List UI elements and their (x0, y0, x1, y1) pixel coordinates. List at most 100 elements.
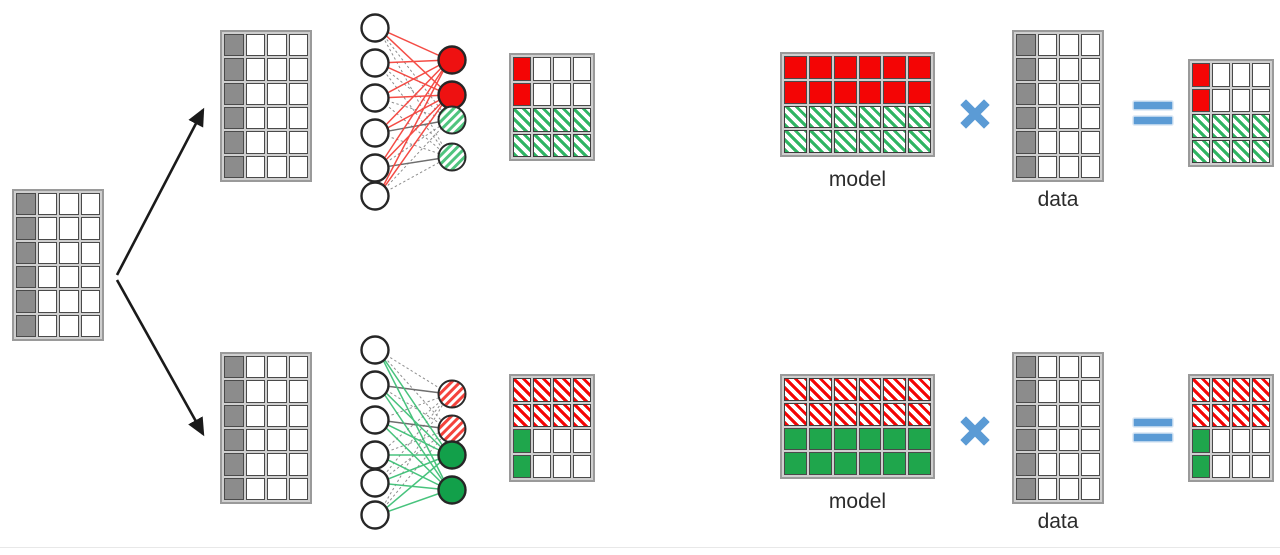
matrix-cell (1016, 82, 1036, 105)
matrix-cell (224, 429, 244, 452)
matrix-cell (1212, 114, 1230, 138)
output-node-red (437, 80, 467, 110)
matrix-cell (80, 314, 100, 337)
matrix-cell (858, 378, 882, 401)
matrix-cell (784, 105, 807, 129)
input-node (360, 370, 390, 400)
matrix-cell (833, 80, 857, 104)
matrix-cell (1080, 34, 1100, 57)
matrix-cell (833, 56, 857, 79)
matrix-cell (808, 105, 832, 129)
matrix-cell (1016, 477, 1036, 500)
matrix-cell (267, 404, 287, 427)
input-node (360, 13, 390, 43)
matrix-cell (1252, 139, 1270, 163)
arrow-to-top-branch (115, 107, 205, 276)
matrix-cell (267, 82, 287, 105)
matrix-cell (1037, 58, 1057, 81)
matrix-cell (883, 130, 907, 153)
matrix-cell (267, 429, 287, 452)
matrix-cell (267, 380, 287, 403)
matrix-cell (267, 107, 287, 130)
matrix-cell (533, 403, 551, 427)
matrix-cell (883, 56, 907, 79)
matrix-cell (1252, 403, 1270, 427)
matrix-cell (1016, 34, 1036, 57)
matrix-cell (1192, 429, 1210, 453)
matrix-cell (883, 402, 907, 426)
matrix-cell (288, 453, 308, 476)
matrix-cell (224, 155, 244, 178)
matrix-cell (883, 105, 907, 129)
matrix-cell (245, 453, 265, 476)
matrix-cell (1016, 155, 1036, 178)
matrix-cell (1037, 404, 1057, 427)
data-matrix-top (1012, 30, 1104, 182)
matrix-cell (1080, 58, 1100, 81)
matrix-cell (573, 403, 591, 427)
multiply-icon-top (958, 97, 992, 131)
matrix-cell (1016, 58, 1036, 81)
model-matrix-top (780, 52, 935, 157)
matrix-cell (833, 427, 857, 451)
matrix-cell (1016, 404, 1036, 427)
matrix-cell (1080, 453, 1100, 476)
matrix-cell (1252, 114, 1270, 138)
matrix-cell (1232, 139, 1250, 163)
matrix-cell (1212, 63, 1230, 87)
matrix-cell (908, 378, 931, 401)
matrix-cell (1080, 477, 1100, 500)
matrix-cell (808, 130, 832, 153)
input-node (360, 405, 390, 435)
matrix-cell (37, 217, 57, 240)
model-label-bottom: model (828, 490, 887, 513)
matrix-cell (245, 356, 265, 379)
matrix-cell (1232, 454, 1250, 478)
matrix-cell (833, 452, 857, 475)
matrix-cell (573, 108, 591, 132)
output-node-green-hatch (437, 142, 467, 172)
matrix-cell (1059, 82, 1079, 105)
matrix-cell (513, 454, 531, 478)
matrix-cell (80, 290, 100, 313)
matrix-cell (808, 452, 832, 475)
matrix-cell (533, 378, 551, 402)
matrix-cell (16, 266, 36, 289)
matrix-cell (1059, 404, 1079, 427)
matrix-cell (1059, 380, 1079, 403)
matrix-cell (1037, 82, 1057, 105)
matrix-cell (833, 105, 857, 129)
matrix-cell (833, 378, 857, 401)
matrix-cell (1037, 380, 1057, 403)
matrix-cell (80, 217, 100, 240)
matrix-cell (908, 56, 931, 79)
matrix-cell (59, 314, 79, 337)
matrix-cell (533, 57, 551, 81)
matrix-cell (553, 378, 571, 402)
matrix-cell (573, 429, 591, 453)
input-matrix-top (220, 30, 312, 182)
neural-network-bottom (360, 335, 467, 530)
matrix-cell (1212, 378, 1230, 402)
matrix-cell (16, 217, 36, 240)
matrix-cell (573, 378, 591, 402)
matrix-cell (288, 155, 308, 178)
matrix-cell (1192, 63, 1210, 87)
matrix-cell (267, 356, 287, 379)
matrix-cell (1232, 378, 1250, 402)
matrix-cell (808, 80, 832, 104)
matrix-cell (883, 80, 907, 104)
matrix-cell (833, 402, 857, 426)
matrix-cell (858, 105, 882, 129)
matrix-cell (808, 378, 832, 401)
matrix-cell (1232, 88, 1250, 112)
matrix-cell (1037, 155, 1057, 178)
matrix-cell (1232, 114, 1250, 138)
model-matrix-bottom (780, 374, 935, 479)
matrix-cell (513, 378, 531, 402)
matrix-cell (224, 107, 244, 130)
matrix-cell (1080, 356, 1100, 379)
matrix-cell (1080, 380, 1100, 403)
multiply-icon-bottom (958, 414, 992, 448)
